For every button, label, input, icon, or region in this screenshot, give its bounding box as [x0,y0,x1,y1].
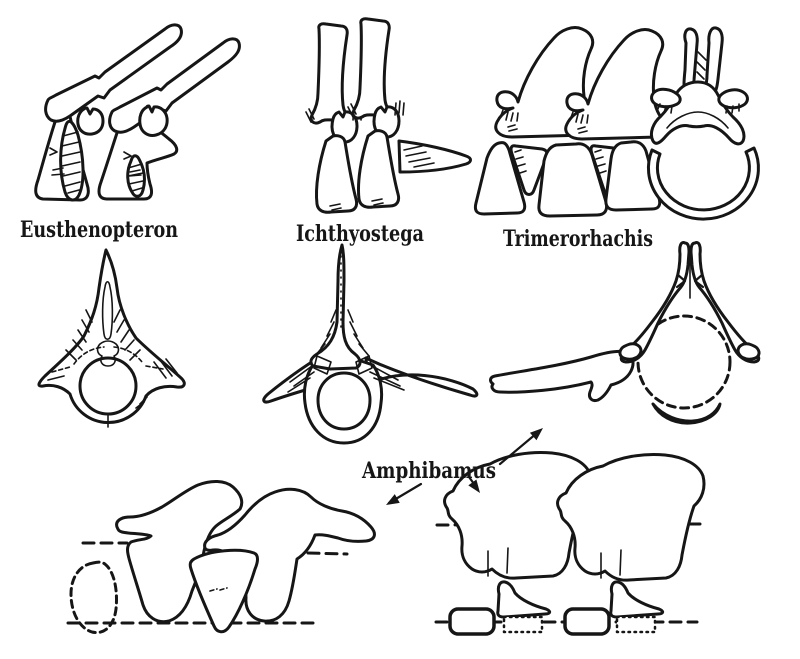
zygapophysis-knob [717,88,749,110]
intercentrum [604,140,662,212]
centrum [315,134,359,214]
ichthyostega-vertebra [305,22,363,214]
rib-hatch-lines [403,145,435,168]
trimerorhachis-anterior-drawing [646,26,760,221]
hatch-lines [61,131,81,194]
arch-knob [96,340,120,367]
ichthyostega-vertebra [346,17,406,209]
hatch-lines [499,109,519,132]
amphibamus-anterior-drawing [489,241,761,425]
neural-spine [309,243,362,371]
neural-arch-opening [138,104,169,137]
tick-marks [49,147,142,177]
arrow-up-right-icon [498,431,539,466]
dashed-mark [209,587,228,592]
pleurocentrum-triangle [188,548,259,634]
dashed-intercentrum-outline [69,560,118,635]
vertebra-silhouette [37,248,186,425]
trimerorhachis-lateral-drawing [473,26,669,218]
label-trimerorhachis: Trimerorhachis [503,226,653,252]
anterior-vertebra-center-drawing [262,243,479,445]
neural-spine [108,37,241,134]
neural-spine [309,22,353,125]
eusthenopteron-drawing [34,23,241,202]
dotted-outline-box [502,615,544,634]
intercentrum [448,607,496,636]
chevron-marks [675,273,705,289]
label-ichthyostega: Ichthyostega [296,221,424,247]
arrowhead [529,428,543,441]
neural-spine [44,23,183,123]
amphibamus-arrows [386,428,543,505]
pleurocentrum [609,580,665,634]
neural-arch-opening [76,106,105,136]
ventral-crescent [651,402,722,425]
label-eusthenopteron: Eusthenopteron [20,217,178,243]
hatch-lines [287,309,405,393]
neural-arch-outline [443,451,593,580]
arch-foot [736,342,761,361]
pleurocentrum [496,580,552,634]
rib [489,349,635,402]
hatch-lines [696,51,707,80]
transverse-process-wing [364,356,479,398]
anterior-vertebra-left-drawing [37,248,186,428]
hatch-lines [514,149,527,174]
hatch-lines [656,103,740,114]
zygapophysis-knob [650,87,682,109]
hatched-strip [59,119,85,202]
intercentrum-ring [646,146,760,221]
arrowhead [468,479,480,493]
neural-canal-slot [101,280,114,341]
arrowhead [386,494,400,505]
dashed-ring-arc [51,346,164,373]
pedicel-lines [487,547,509,577]
rib [397,139,472,174]
dome-inner-line [666,111,729,129]
neural-arch [443,451,593,580]
pleurocentrum-outline [496,580,552,619]
ichthyostega-drawing [305,17,472,214]
intercentrum [563,607,611,636]
amphibamus-lateral-right-drawing [434,451,706,636]
label-amphibamus: Amphibamus [361,458,496,484]
hatch-lines [127,163,144,192]
arch-foot [618,342,643,361]
amphibamus-lateral-left-drawing [66,480,376,635]
hatch-lines [47,309,178,409]
intercentrum [537,142,609,218]
intercentrum [473,141,527,216]
shoulder-facets [313,355,373,375]
dashed-notochord-circle [636,314,732,410]
